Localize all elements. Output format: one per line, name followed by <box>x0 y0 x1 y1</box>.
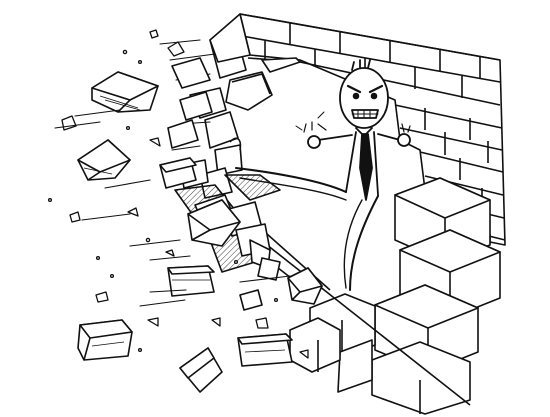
standing-leg <box>349 195 379 291</box>
flying-brick <box>237 333 293 367</box>
cracking-wall-edge <box>174 39 281 281</box>
angry-face <box>339 59 389 129</box>
flying-brick <box>167 265 215 297</box>
right-fist <box>397 123 411 147</box>
flying-brick <box>91 71 159 113</box>
front-wall <box>209 177 501 415</box>
businessman-figure <box>235 59 411 291</box>
flying-brick <box>77 139 131 181</box>
flying-brick <box>187 199 241 247</box>
debris <box>47 29 309 359</box>
flying-bricks <box>77 71 323 393</box>
flying-brick <box>77 319 133 361</box>
necktie <box>359 133 373 201</box>
flying-brick <box>287 267 323 305</box>
flying-brick <box>239 289 263 311</box>
crack-top-bricks <box>167 13 301 149</box>
flying-brick <box>179 347 223 393</box>
flying-brick <box>159 157 197 189</box>
kicking-leg <box>235 167 347 193</box>
left-fist <box>303 121 327 149</box>
